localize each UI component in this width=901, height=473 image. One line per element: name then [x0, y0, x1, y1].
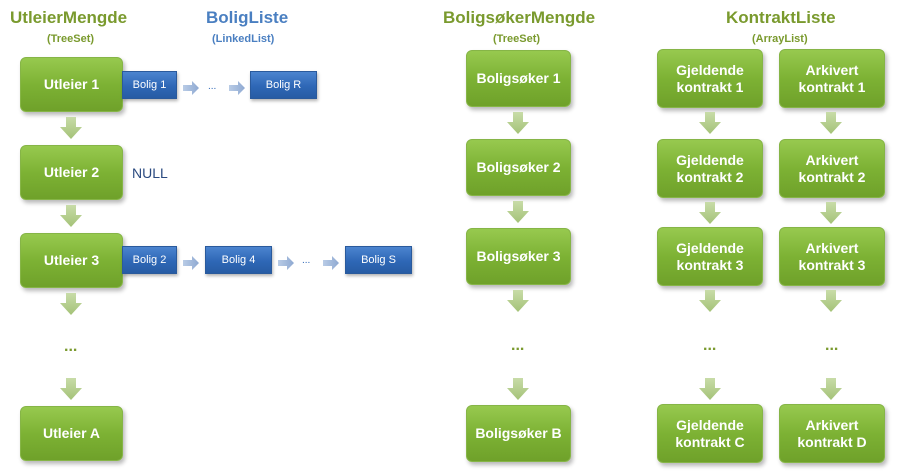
kontrakt-subtitle: (ArrayList) — [752, 33, 808, 45]
bolig-subtitle: (LinkedList) — [212, 33, 275, 45]
right-arrow-icon — [278, 256, 294, 270]
bolig-node-4: Bolig 4 — [205, 246, 272, 274]
right-arrow-icon — [323, 256, 339, 270]
down-arrow-icon — [507, 112, 529, 134]
boligsoker-node-b: Boligsøker B — [466, 405, 571, 462]
kontrakt-heading: KontraktListe — [726, 8, 836, 27]
down-arrow-icon — [60, 205, 82, 227]
down-arrow-icon — [820, 202, 842, 224]
down-arrow-icon — [699, 378, 721, 400]
bolig-node-2: Bolig 2 — [122, 246, 177, 274]
utleier-heading: UtleierMengde — [10, 8, 128, 27]
right-arrow-icon — [229, 81, 245, 95]
down-arrow-icon — [507, 290, 529, 312]
down-arrow-icon — [507, 378, 529, 400]
down-arrow-icon — [699, 112, 721, 134]
bolig-node-s: Bolig S — [345, 246, 412, 274]
gjeldende-ellipsis: ... — [703, 337, 717, 354]
boligsoker-node-3: Boligsøker 3 — [466, 228, 571, 285]
bolig-heading: BoligListe — [206, 8, 289, 27]
boligsoker-node-1: Boligsøker 1 — [466, 50, 571, 107]
down-arrow-icon — [60, 117, 82, 139]
down-arrow-icon — [507, 201, 529, 223]
arkivert-ellipsis: ... — [825, 337, 839, 354]
boligsoker-node-2: Boligsøker 2 — [466, 139, 571, 196]
utleier-subtitle: (TreeSet) — [47, 33, 95, 45]
utleier-node-1: Utleier 1 — [20, 57, 123, 112]
utleier-node-2: Utleier 2 — [20, 145, 123, 200]
boligsoker-subtitle: (TreeSet) — [493, 33, 541, 45]
boligsoker-heading: BoligsøkerMengde — [443, 8, 596, 27]
utleier-ellipsis: ... — [64, 338, 78, 355]
right-arrow-icon — [183, 81, 199, 95]
down-arrow-icon — [699, 290, 721, 312]
bolig-row3-ellipsis: ... — [302, 255, 311, 266]
down-arrow-icon — [699, 202, 721, 224]
utleier-node-a: Utleier A — [20, 406, 123, 461]
down-arrow-icon — [820, 290, 842, 312]
down-arrow-icon — [60, 378, 82, 400]
down-arrow-icon — [820, 112, 842, 134]
down-arrow-icon — [820, 378, 842, 400]
bolig-node-r: Bolig R — [250, 71, 317, 99]
utleier-node-3: Utleier 3 — [20, 233, 123, 288]
right-arrow-icon — [183, 256, 199, 270]
down-arrow-icon — [60, 293, 82, 315]
bolig-node-1: Bolig 1 — [122, 71, 177, 99]
bolig-row1-ellipsis: ... — [208, 81, 217, 92]
null-label: NULL — [132, 165, 168, 181]
boligsoker-ellipsis: ... — [511, 337, 525, 354]
